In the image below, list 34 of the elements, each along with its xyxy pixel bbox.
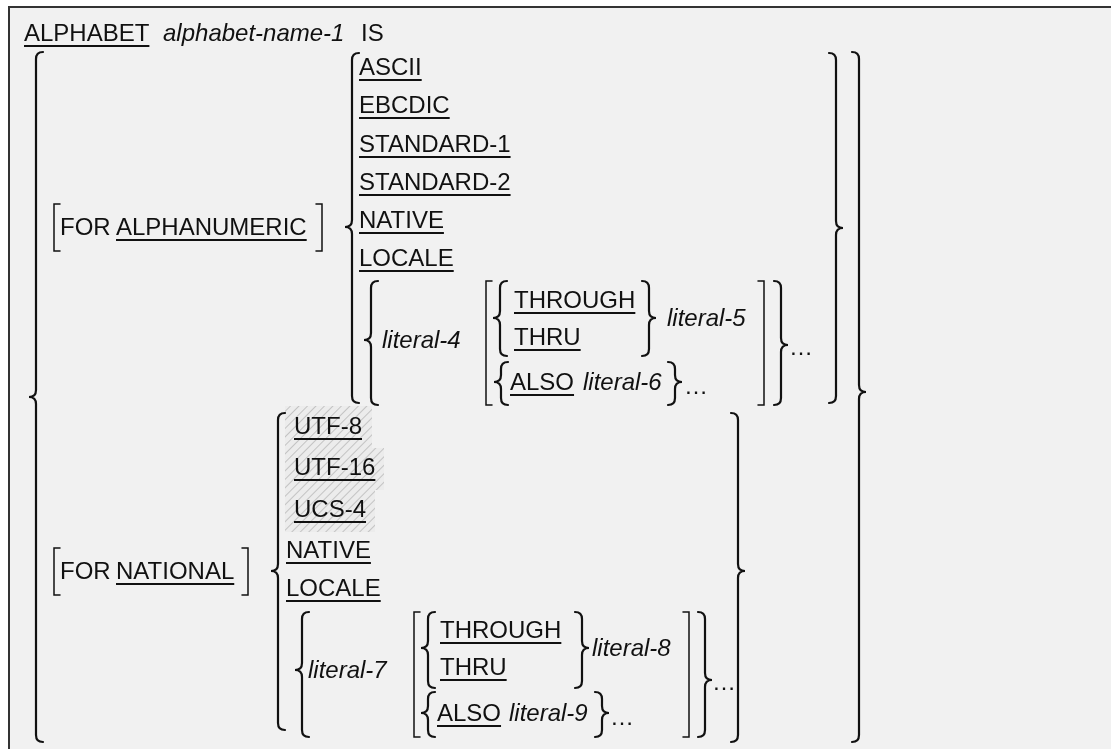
- placeholder-word: alphabet-name-1: [163, 21, 345, 45]
- syntax-word: IS: [361, 21, 384, 45]
- placeholder-word: literal-5: [667, 306, 746, 330]
- keyword: NATIVE: [286, 538, 371, 562]
- keyword: THROUGH: [514, 288, 636, 312]
- keyword: UTF-8: [294, 414, 362, 438]
- keyword: ALPHANUMERIC: [116, 215, 307, 239]
- placeholder-word: literal-8: [592, 636, 671, 660]
- keyword: STANDARD-1: [359, 132, 511, 156]
- placeholder-word: literal-4: [382, 328, 461, 352]
- syntax-word: …: [610, 705, 634, 729]
- placeholder-word: literal-6: [583, 370, 662, 394]
- keyword: ALPHABET: [24, 21, 150, 45]
- keyword: ALSO: [437, 701, 502, 725]
- keyword: UTF-16: [294, 455, 376, 479]
- keyword: ALSO: [510, 370, 575, 394]
- keyword: THROUGH: [440, 618, 562, 642]
- keyword: EBCDIC: [359, 93, 450, 117]
- keyword: LOCALE: [286, 576, 381, 600]
- syntax-word: …: [789, 335, 813, 359]
- syntax-word: FOR: [60, 559, 111, 583]
- keyword: ASCII: [359, 55, 422, 79]
- keyword: UCS-4: [294, 497, 366, 521]
- keyword: STANDARD-2: [359, 170, 511, 194]
- syntax-word: FOR: [60, 215, 111, 239]
- keyword: NATIONAL: [116, 559, 235, 583]
- syntax-word: …: [712, 670, 736, 694]
- keyword: NATIVE: [359, 208, 444, 232]
- keyword: LOCALE: [359, 246, 454, 270]
- placeholder-word: literal-9: [509, 701, 588, 725]
- keyword: THRU: [440, 655, 507, 679]
- keyword: THRU: [514, 325, 581, 349]
- syntax-word: …: [684, 374, 708, 398]
- placeholder-word: literal-7: [308, 658, 387, 682]
